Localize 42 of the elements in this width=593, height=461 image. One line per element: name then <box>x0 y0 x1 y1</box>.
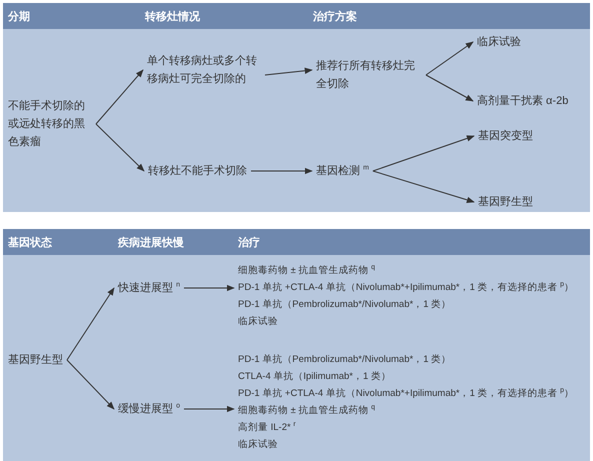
column-header: 基因状态 <box>8 236 52 250</box>
arrow <box>96 69 144 124</box>
treatment-item: PD-1 单抗 +CTLA-4 单抗（Nivolumab*+Ipilimumab*，1 类，有选择的患者 $^{p}$） <box>238 280 574 295</box>
flow-text: 基因突变型 <box>478 127 533 145</box>
column-header: 治疗 <box>238 236 260 250</box>
panel <box>3 3 590 212</box>
flow-text: 基因野生型 <box>478 193 533 211</box>
arrow <box>426 74 474 102</box>
arrow <box>183 406 235 412</box>
flow-text: 高剂量干扰素 α-2b <box>477 92 568 110</box>
treatment-item: 高剂量 IL-2* $^{r}$ <box>238 420 297 435</box>
column-header: 转移灶情况 <box>145 10 200 24</box>
flow-text: 缓慢进展型 $^{o}$ <box>118 400 180 418</box>
treatment-item: PD-1 单抗（Pembrolizumab*/Nivolumab*，1 类） <box>238 298 452 312</box>
arrow <box>264 68 313 76</box>
flow-text: 快速进展型 $^{n}$ <box>118 279 180 297</box>
treatment-item: CTLA-4 单抗（Ipilimumab*，1 类） <box>238 370 392 384</box>
treatment-item: 细胞毒药物 ± 抗血管生成药物 $^{q}$ <box>238 402 376 418</box>
arrow <box>250 168 313 174</box>
arrow <box>183 284 235 292</box>
flow-text: 基因检测 $^{m}$ <box>316 162 369 180</box>
column-header: 治疗方案 <box>313 9 357 24</box>
flow-text: 不能手术切除的或远处转移的黑色素瘤 <box>8 97 92 151</box>
treatment-item: 临床试验 <box>238 438 279 452</box>
arrow <box>426 42 474 76</box>
column-header: 分期 <box>8 10 30 24</box>
treatment-item: PD-1 单抗 +CTLA-4 单抗（Nivolumab*+Ipilimumab*，1 类，有选择的患者 $^{p}$） <box>238 386 574 401</box>
treatment-item: PD-1 单抗（Pembrolizumab*/Nivolumab*，1 类） <box>238 353 452 367</box>
flow-text: 基因野生型 <box>8 351 63 369</box>
arrow <box>372 135 475 172</box>
panel <box>3 229 590 461</box>
arrow <box>66 360 115 410</box>
treatment-item: 临床试验 <box>238 315 279 329</box>
column-header: 疾病进展快慢 <box>118 236 184 250</box>
arrow <box>66 287 114 360</box>
arrow <box>372 170 475 203</box>
arrow <box>96 124 145 172</box>
flow-text: 转移灶不能手术切除 <box>148 162 247 180</box>
flow-text: 临床试验 <box>477 33 521 51</box>
flow-text: 单个转移病灶或多个转移病灶可完全切除的 <box>147 52 261 88</box>
flow-text: 推荐行所有转移灶完全切除 <box>316 57 422 93</box>
treatment-item: 细胞毒药物 ± 抗血管生成药物 $^{q}$ <box>238 262 376 278</box>
